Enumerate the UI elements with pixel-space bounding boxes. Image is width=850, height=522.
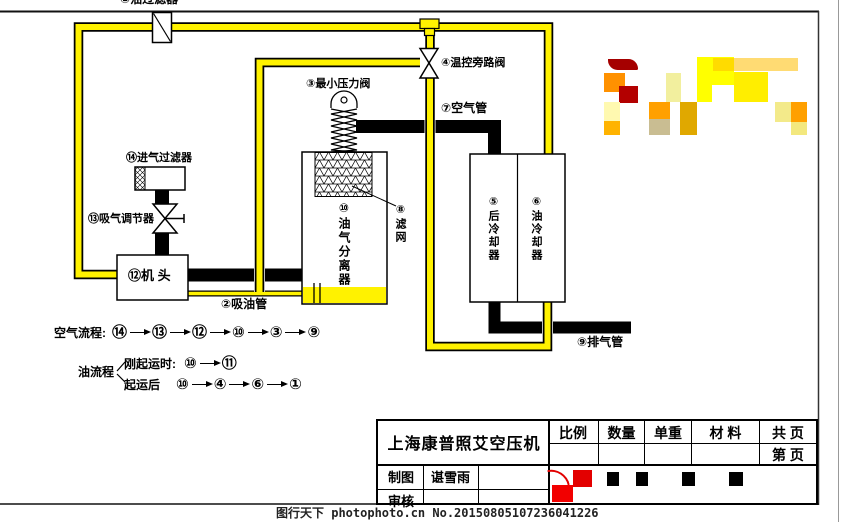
label-temp-bypass-valve: ④温控旁路阀 bbox=[441, 57, 506, 69]
flow-node: ⑫ bbox=[192, 324, 208, 341]
air-flow-row: 空气流程: ⑭ ⑬ ⑫ ⑩ ③ ⑨ bbox=[54, 324, 320, 341]
tb-line bbox=[378, 464, 816, 466]
oil-flow-after-sequence: ⑩ ④ ⑥ ① bbox=[176, 377, 302, 392]
drawn-by: 谌雪雨 bbox=[430, 470, 470, 485]
flow-arrow-icon bbox=[267, 381, 289, 387]
col-scale: 比例 bbox=[559, 425, 587, 441]
temp-bypass-valve-symbol bbox=[418, 18, 440, 79]
tb-line bbox=[478, 464, 479, 503]
flow-arrow-icon bbox=[199, 360, 221, 366]
separator-filter-mesh bbox=[314, 152, 373, 197]
flow-node: ③ bbox=[269, 324, 283, 341]
black-pipes bbox=[155, 120, 631, 334]
flow-arrow-icon bbox=[285, 329, 307, 335]
flow-arrow-icon bbox=[191, 381, 213, 387]
label-oil-filter: ①油过滤器 bbox=[120, 0, 178, 7]
air-flow-sequence: ⑭ ⑬ ⑫ ⑩ ③ ⑨ bbox=[112, 325, 320, 340]
company-name: 上海康普照艾空压机 bbox=[387, 436, 541, 453]
flow-node: ⑩ bbox=[184, 355, 197, 372]
air-pipe-7 bbox=[356, 120, 501, 155]
min-pressure-valve-symbol bbox=[330, 90, 358, 153]
flow-arrow-icon bbox=[247, 329, 269, 335]
title-block: 上海康普照艾空压机 比例 数量 单重 材 料 共 页 第 页 制图 谌雪雨 审核 bbox=[376, 419, 818, 509]
separator-vessel bbox=[301, 151, 397, 305]
suction-regulator-valve-symbol bbox=[151, 203, 185, 234]
tb-line bbox=[691, 421, 692, 464]
intake-filter-symbol bbox=[134, 166, 186, 191]
flow-arrow-icon bbox=[229, 381, 251, 387]
tb-line bbox=[644, 421, 645, 464]
label-suction-oil-pipe: ②吸油管 bbox=[221, 297, 268, 311]
oil-flow-after-label: 起运后 bbox=[124, 378, 161, 392]
tb-line bbox=[598, 421, 599, 464]
label-min-pressure-valve: ③最小压力阀 bbox=[306, 78, 371, 90]
label-exhaust-pipe: ⑨排气管 bbox=[577, 335, 624, 349]
label-intake-air-filter: ⑭进气过滤器 bbox=[126, 152, 192, 164]
mesh-pointer-line bbox=[351, 185, 397, 207]
oil-flow-after-row: 起运后 ⑩ ④ ⑥ ① bbox=[124, 376, 302, 393]
flow-arrow-icon bbox=[130, 329, 152, 335]
pages-total: 共 页 bbox=[772, 425, 804, 441]
flow-node: ⑨ bbox=[307, 324, 321, 341]
tb-line bbox=[378, 489, 548, 490]
yellow-pipes-top bbox=[171, 22, 554, 155]
yellow-pipes-main bbox=[73, 21, 553, 352]
cooler-box bbox=[469, 153, 566, 303]
label-filter-mesh: ⑧滤网 bbox=[394, 203, 406, 244]
label-oil-cooler: ⑥油冷却器 bbox=[530, 195, 542, 262]
flow-node: ⑪ bbox=[221, 355, 237, 372]
oil-flow-fork-lines bbox=[116, 361, 126, 383]
flow-node: ① bbox=[289, 376, 302, 393]
flow-node: ⑩ bbox=[176, 376, 189, 393]
tb-line bbox=[548, 443, 816, 444]
label-suction-regulator: ⑬吸气调节器 bbox=[88, 213, 154, 225]
pages-no: 第 页 bbox=[772, 447, 804, 463]
exhaust-pipe-9 bbox=[488, 301, 631, 334]
review-label: 审核 bbox=[387, 494, 414, 509]
oil-flow-label: 油流程 bbox=[78, 365, 115, 379]
col-qty: 数量 bbox=[607, 425, 636, 441]
footer-watermark-text: 图行天下 photophoto.cn No.201508051072360412… bbox=[276, 506, 599, 520]
label-compressor-head: ⑫机 头 bbox=[128, 268, 171, 283]
tb-line bbox=[423, 464, 424, 503]
tb-line bbox=[548, 421, 550, 503]
flow-node: ⑩ bbox=[232, 324, 245, 341]
oil-flow-startup-label: 刚起运时: bbox=[124, 357, 176, 371]
air-flow-label: 空气流程: bbox=[54, 326, 106, 340]
flow-arrow-icon bbox=[210, 329, 232, 335]
flow-node: ④ bbox=[213, 376, 227, 393]
flow-node: ⑭ bbox=[112, 324, 128, 341]
flow-arrow-icon bbox=[170, 329, 192, 335]
flow-node: ⑥ bbox=[251, 376, 265, 393]
flow-node: ⑬ bbox=[152, 324, 168, 341]
label-oil-gas-separator: ⑩油气分离器 bbox=[337, 201, 351, 287]
drawn-label: 制图 bbox=[387, 470, 414, 485]
tb-line bbox=[759, 421, 760, 464]
label-air-pipe: ⑦空气管 bbox=[441, 101, 488, 115]
label-after-cooler: ⑤后冷却器 bbox=[487, 195, 499, 262]
compressor-head-box bbox=[116, 254, 189, 301]
oil-filter-symbol bbox=[151, 11, 173, 44]
col-unit-weight: 单重 bbox=[654, 425, 682, 441]
col-material: 材 料 bbox=[709, 425, 742, 441]
